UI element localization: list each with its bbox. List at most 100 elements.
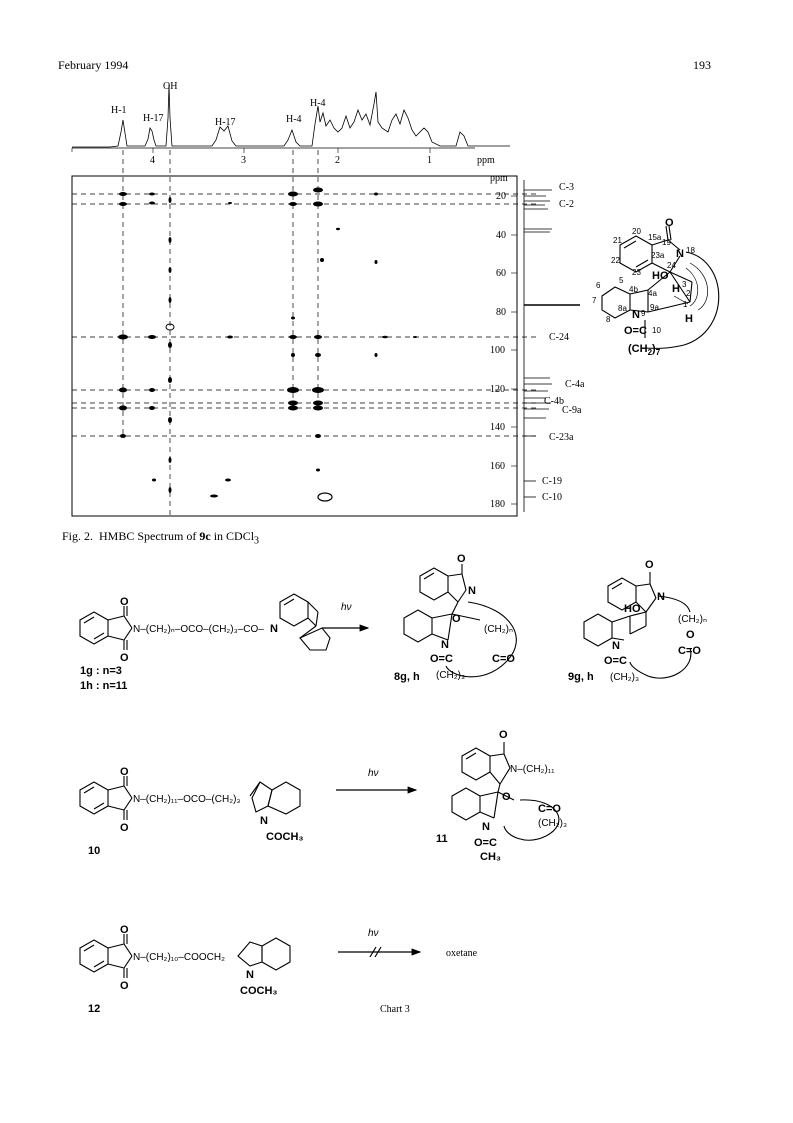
- p9-ester: C=O: [678, 645, 701, 657]
- atom-h-top: H: [672, 283, 680, 295]
- y-tick-160: 160: [490, 461, 505, 472]
- p9-ho: HO: [624, 603, 641, 615]
- p9-acyl: O=C: [604, 655, 627, 667]
- p9-n: N: [657, 591, 665, 603]
- atom-n9-number: 9: [641, 309, 646, 318]
- correlation-guides: [72, 150, 540, 516]
- p11-chain: N–(CH₂)₁₁: [510, 764, 555, 775]
- label-c9a: C-9a: [562, 405, 582, 416]
- y-tick-180: 180: [490, 499, 505, 510]
- label-1g: 1g : n=3: [80, 665, 122, 677]
- proton-trace: [72, 84, 510, 148]
- r3-o-bottom: O: [120, 980, 129, 992]
- caption-text: HMBC Spectrum of: [99, 529, 197, 543]
- label-c3: C-3: [559, 182, 574, 193]
- p11-acyl-ch3: CH₃: [480, 851, 501, 863]
- product-oxetane: oxetane: [446, 948, 478, 959]
- p9-acyl-chain: (CH₂)₃: [610, 672, 639, 683]
- r3-indole-n: N: [246, 969, 254, 981]
- x-tick-4: 4: [150, 155, 155, 166]
- label-11: 11: [436, 833, 448, 845]
- label-c4b: C-4b: [544, 396, 564, 407]
- label-h17-b: H-17: [215, 117, 236, 128]
- y-tick-120: 120: [490, 384, 505, 395]
- label-h4-a: H-4: [286, 114, 302, 125]
- num-24: 24: [667, 261, 676, 270]
- r2-chain: N–(CH₂)₁₁–OCO–(CH₂)₃: [133, 794, 240, 805]
- r1-o-top: O: [120, 596, 129, 608]
- y-tick-60: 60: [496, 268, 506, 279]
- p11-o: O: [499, 729, 508, 741]
- num-22: 22: [611, 256, 620, 265]
- page-number: 193: [693, 58, 711, 72]
- carbon-projection: [523, 180, 580, 512]
- y-tick-140: 140: [490, 422, 505, 433]
- num-6: 6: [596, 281, 601, 290]
- p11-n: N: [482, 821, 490, 833]
- p11-acyl: O=C: [474, 837, 497, 849]
- num-3: 3: [682, 280, 687, 289]
- num-23: 23: [632, 268, 641, 277]
- r1-indole-n: N: [270, 623, 278, 635]
- r3-acyl: COCH₃: [240, 985, 277, 997]
- p8-acyl-chain: (CH₂)₃: [436, 670, 465, 681]
- p8-n: N: [468, 585, 476, 597]
- structure-9c-labels: O N 18 HO H N 9 O=C (CH2)7 H 20 21 22 23…: [592, 217, 695, 357]
- r3-o-top: O: [120, 924, 129, 936]
- label-8gh: 8g, h: [394, 671, 420, 683]
- num-20: 20: [632, 227, 641, 236]
- num-8: 8: [606, 315, 611, 324]
- atom-ch2-7: (CH2)7: [628, 343, 661, 357]
- caption-compound: 9c: [199, 529, 211, 543]
- num-1: 1: [683, 300, 688, 309]
- chart-label: Chart 3: [380, 1004, 410, 1015]
- y-tick-80: 80: [496, 307, 506, 318]
- caption-solvent: in CDCl: [213, 529, 255, 543]
- y-tick-40: 40: [496, 230, 506, 241]
- p9-ester-o: O: [686, 629, 695, 641]
- r3-chain: N–(CH₂)₁₀–COOCH₂: [133, 952, 225, 963]
- hmbc-spectrum-figure: H-1 H-17 OH H-17 H-4 H-4 4 3 2 1 ppm ppm…: [71, 81, 720, 517]
- hv-row2: hν: [368, 768, 379, 779]
- y-tick-labels: 20 40 60 80 100 120 140 160 180: [490, 191, 506, 510]
- r1-chain: N–(CH₂)ₙ–OCO–(CH₂)₃–CO–: [133, 624, 264, 635]
- label-c10: C-10: [542, 492, 562, 503]
- p11-chain2: (CH₂)₃: [538, 818, 567, 829]
- atom-n18-number: 18: [686, 246, 695, 255]
- x-tick-1: 1: [427, 155, 432, 166]
- num-7: 7: [592, 296, 597, 305]
- cross-peaks: [118, 187, 417, 498]
- compound-10: [79, 776, 301, 820]
- num-4b: 4b: [629, 285, 638, 294]
- atom-n18: N: [676, 248, 684, 260]
- r1-o-bottom: O: [120, 652, 129, 664]
- figure-caption: Fig. 2. HMBC Spectrum of 9c in CDCl3: [62, 529, 259, 546]
- num-23a: 23a: [651, 251, 665, 260]
- compound-8gh: [403, 564, 517, 678]
- p11-oxetane-o: O: [502, 791, 511, 803]
- p9-chain: (CH₂)ₙ: [678, 614, 707, 625]
- p8-acyl: O=C: [430, 653, 453, 665]
- label-12: 12: [88, 1003, 100, 1015]
- label-h4-b: H-4: [310, 98, 326, 109]
- r2-o-bottom: O: [120, 822, 129, 834]
- caption-subscript: 3: [254, 535, 260, 547]
- r2-acyl: COCH₃: [266, 831, 303, 843]
- atom-n9: N: [632, 309, 640, 321]
- num-2: 2: [686, 289, 691, 298]
- num-21: 21: [613, 236, 622, 245]
- label-c19: C-19: [542, 476, 562, 487]
- label-h17-a: H-17: [143, 113, 164, 124]
- caption-prefix: Fig. 2.: [62, 529, 94, 543]
- chart-3-scheme: O O N–(CH₂)ₙ–OCO–(CH₂)₃–CO– N 1g : n=3 1…: [79, 553, 707, 1015]
- p9-indole-n: N: [612, 640, 620, 652]
- compound-1g-1h: [79, 593, 331, 651]
- y-tick-20: 20: [496, 191, 506, 202]
- proton-peak-labels: H-1 H-17 OH H-17 H-4 H-4: [111, 81, 326, 128]
- x-tick-3: 3: [241, 155, 246, 166]
- label-9gh: 9g, h: [568, 671, 594, 683]
- y-tick-100: 100: [490, 345, 505, 356]
- p8-ester: C=O: [492, 653, 515, 665]
- num-4a: 4a: [648, 289, 657, 298]
- hmbc-2d-frame: [71, 175, 518, 517]
